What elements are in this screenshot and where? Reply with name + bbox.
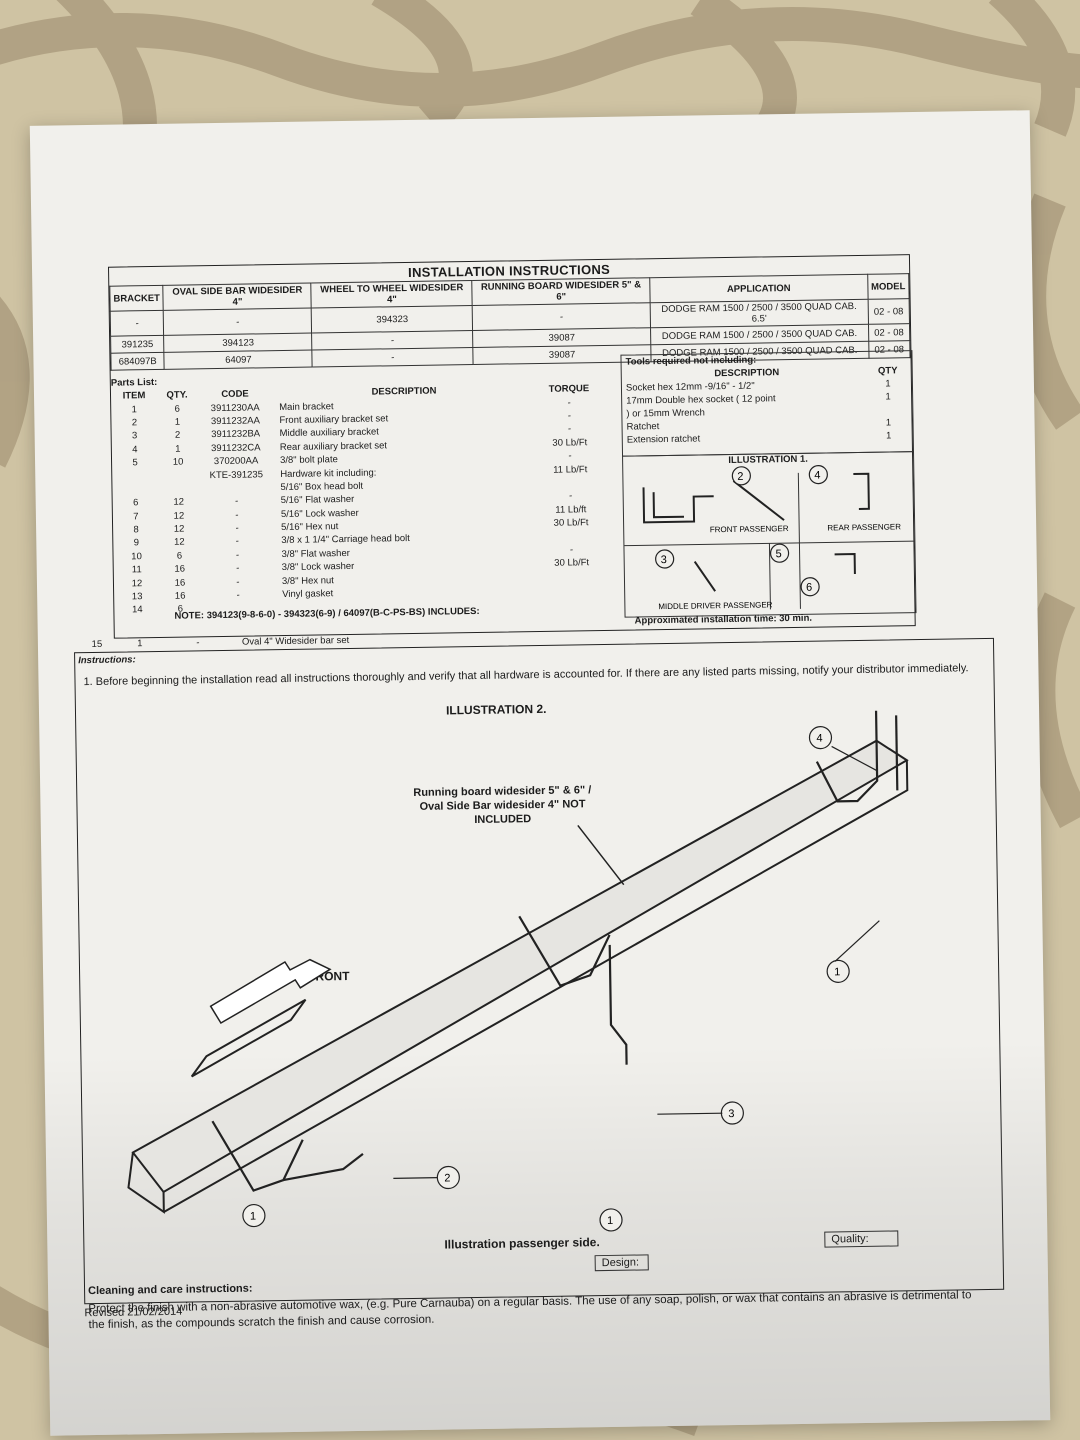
instruction-sheet: INSTALLATION INSTRUCTIONS BRACKET OVAL S… [29,110,1051,1436]
svg-text:2: 2 [444,1172,450,1184]
illustration-1-box: ILLUSTRATION 1. 2 4 [622,451,917,618]
col-model: MODEL [867,273,910,300]
col-running-board: RUNNING BOARD WIDESIDER 5" & 6" [472,277,651,306]
front-passenger-label: FRONT PASSENGER [710,524,789,534]
tools-qty-header: QTY [877,365,898,377]
bracket-front [211,1120,364,1192]
callout: 2 4 3 5 6 [655,464,828,597]
bracket-middle [518,915,628,1065]
svg-text:3: 3 [728,1108,734,1120]
svg-text:1: 1 [607,1215,613,1227]
instructions-box: Instructions: 1. Before beginning the in… [74,637,1005,1331]
bracket-rear [815,710,899,803]
install-time: Approximated installation time: 30 min. [634,612,813,627]
col-application: APPLICATION [649,274,868,303]
parts-list-label: Parts List: [110,376,158,389]
document: INSTALLATION INSTRUCTIONS BRACKET OVAL S… [68,253,1005,1331]
revised-date: Revised 21/02/2014 [84,1305,183,1320]
design-label: Design: [594,1254,649,1272]
callout: 1 1 4 3 [599,725,850,1232]
bracket-diagrams: 2 4 3 5 6 FRONT PASSENGER REAR PASSENGER… [624,464,915,611]
col-oval-side-bar: OVAL SIDE BAR WIDESIDER 4" [163,283,312,311]
front-arrow-icon [209,958,332,1025]
middle-driver-label: MIDDLE DRIVER PASSENGER [658,600,772,611]
svg-text:6: 6 [806,582,812,594]
svg-text:2: 2 [737,471,743,483]
svg-text:5: 5 [775,548,781,560]
svg-text:4: 4 [814,470,820,482]
svg-text:3: 3 [661,554,667,566]
svg-text:1: 1 [250,1211,256,1223]
col-wheel-to-wheel: WHEEL TO WHEEL WIDESIDER 4" [311,280,473,309]
quality-label: Quality: [824,1230,899,1248]
rear-passenger-label: REAR PASSENGER [827,522,901,532]
cleaning-title: Cleaning and care instructions: [87,1282,253,1298]
illustration-caption: Illustration passenger side. [444,1235,600,1252]
svg-text:4: 4 [816,733,822,745]
tools-required-box: Tools required not including: DESCRIPTIO… [620,350,915,457]
front-bracket-callouts: 1 2 [242,1165,460,1228]
col-bracket: BRACKET [109,285,164,312]
svg-text:1: 1 [834,966,840,978]
running-board-diagram: 1 1 4 3 [127,710,909,1232]
installation-header-box: INSTALLATION INSTRUCTIONS BRACKET OVAL S… [107,254,917,639]
